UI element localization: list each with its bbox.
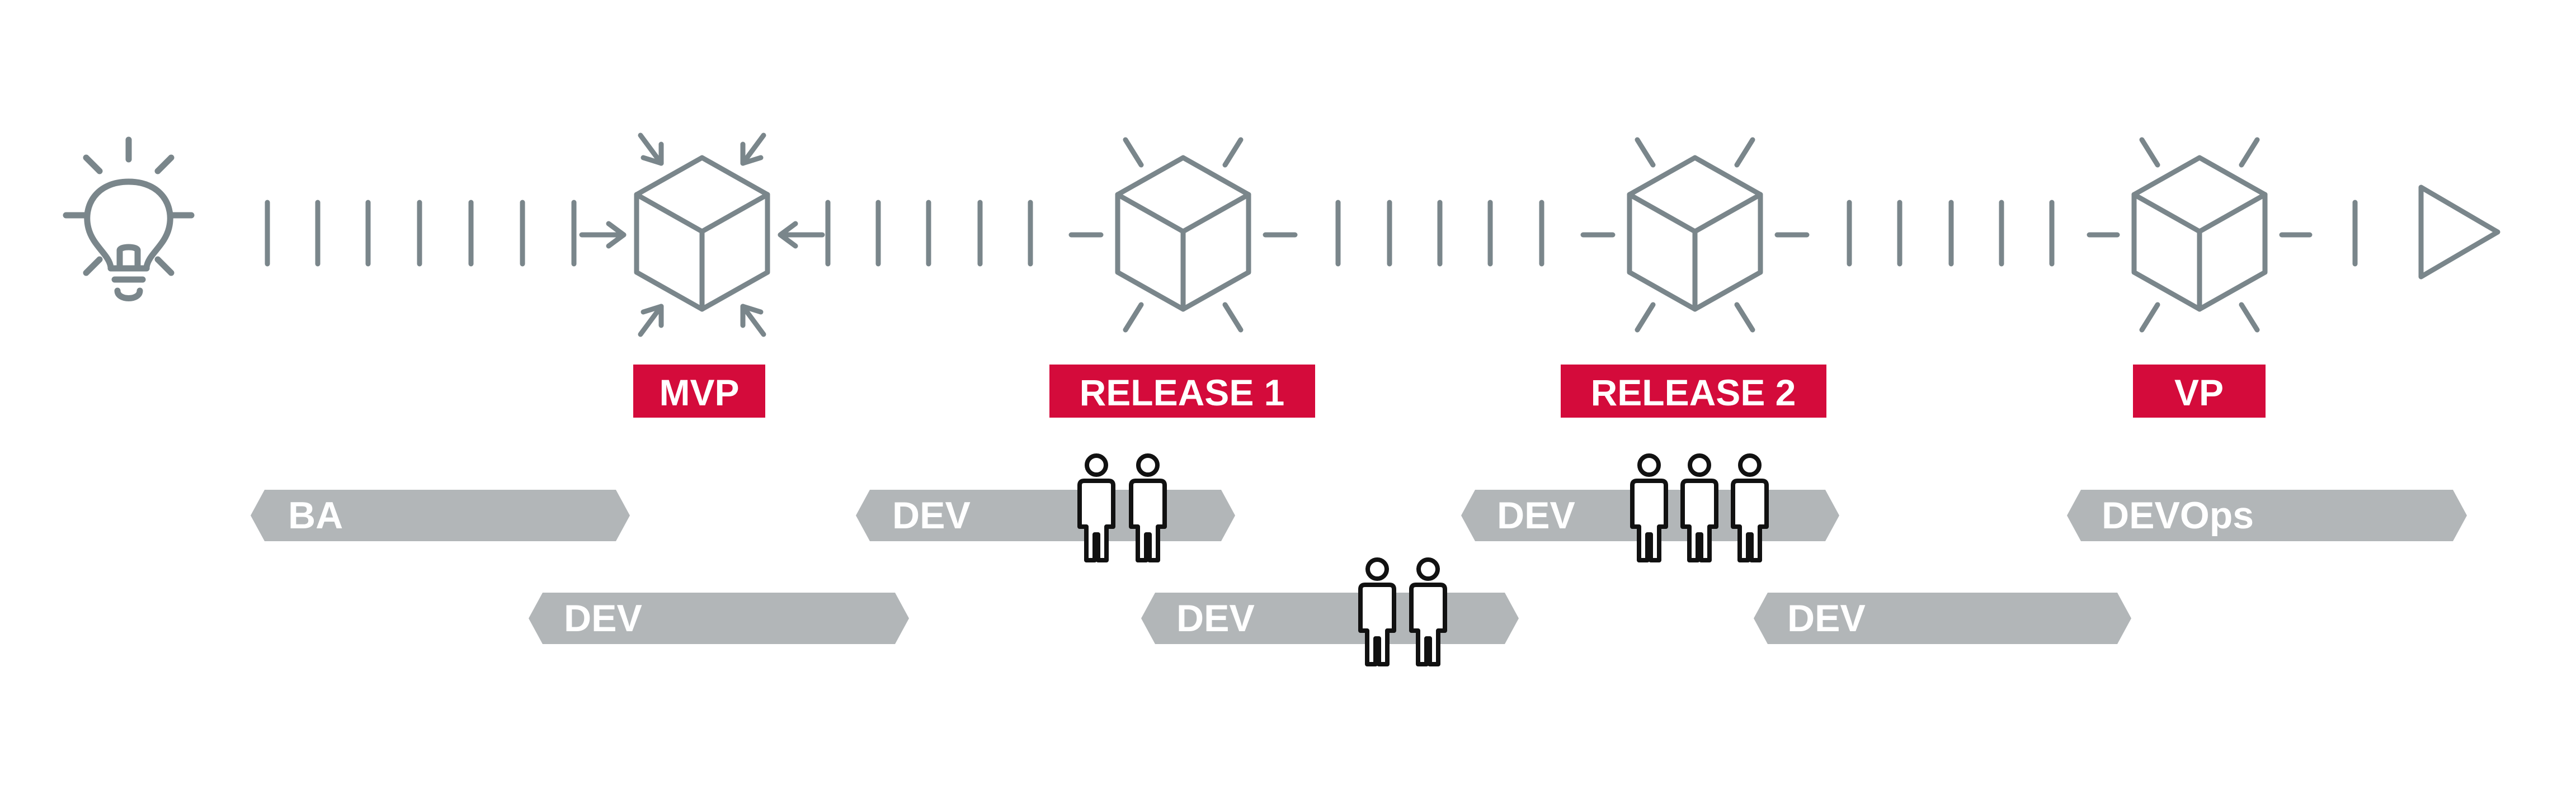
milestone-release-2-graphic xyxy=(1580,137,1810,333)
milestone-release-1-graphic xyxy=(1068,137,1298,333)
person-icon xyxy=(1358,557,1396,666)
radiating-lines xyxy=(1068,137,1298,333)
play-triangle-icon xyxy=(2418,184,2500,280)
milestone-vp-graphic xyxy=(2087,137,2313,333)
svg-text:VP: VP xyxy=(2174,372,2224,413)
svg-text:DEV: DEV xyxy=(1497,494,1575,537)
phase-bar-dev-4: DEV xyxy=(1754,593,2131,644)
lightbulb-icon xyxy=(63,136,195,301)
radiating-lines xyxy=(2087,137,2313,333)
milestone-release-1-label: RELEASE 1 xyxy=(1049,365,1315,418)
milestone-vp-label: VP xyxy=(2133,365,2266,418)
svg-text:BA: BA xyxy=(288,494,343,537)
arrow-icon xyxy=(579,221,627,249)
person-icon xyxy=(1630,453,1668,562)
cube-icon xyxy=(1115,155,1251,312)
phase-bar-dev-1: DEV xyxy=(856,490,1235,541)
svg-text:RELEASE 2: RELEASE 2 xyxy=(1591,372,1796,413)
arrow-icon xyxy=(638,304,664,337)
cube-icon xyxy=(634,155,770,312)
svg-text:DEV: DEV xyxy=(1176,597,1255,640)
person-icon xyxy=(1409,557,1447,666)
phase-bar-ba: BA xyxy=(251,490,630,541)
svg-text:DEV: DEV xyxy=(1787,597,1866,640)
phase-bar-dev-0: DEV xyxy=(529,593,909,644)
person-icon xyxy=(1077,453,1115,562)
arrow-icon xyxy=(740,304,766,337)
cube-icon xyxy=(1627,155,1763,312)
milestone-mvp-label: MVP xyxy=(633,365,765,418)
milestone-mvp-graphic xyxy=(579,133,825,337)
phase-bar-devops: DEVOps xyxy=(2067,490,2467,541)
svg-text:MVP: MVP xyxy=(659,372,739,413)
timeline-ticks xyxy=(265,200,2358,267)
svg-text:RELEASE 1: RELEASE 1 xyxy=(1080,372,1285,413)
milestone-release-2-label: RELEASE 2 xyxy=(1561,365,1826,418)
phase-bar-dev-2: DEV xyxy=(1141,593,1519,644)
person-icon xyxy=(1129,453,1167,562)
arrow-icon xyxy=(740,133,766,166)
arrow-icon xyxy=(778,221,825,249)
person-icon xyxy=(1731,453,1769,562)
cube-icon xyxy=(2131,155,2268,312)
svg-text:DEV: DEV xyxy=(892,494,971,537)
arrow-icon xyxy=(638,133,664,166)
team-members xyxy=(1077,453,1769,666)
radiating-lines xyxy=(1580,137,1810,333)
person-icon xyxy=(1680,453,1718,562)
svg-text:DEV: DEV xyxy=(564,597,642,640)
svg-text:DEVOps: DEVOps xyxy=(2102,494,2254,537)
